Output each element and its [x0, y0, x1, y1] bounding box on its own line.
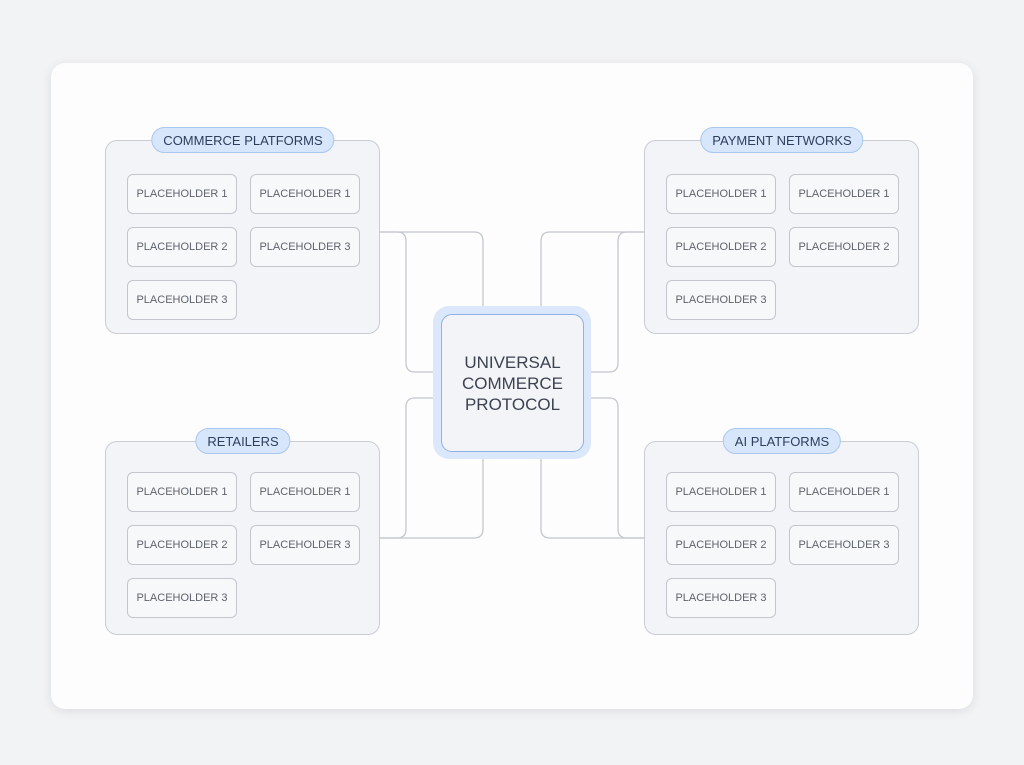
- group-payment-networks: PAYMENT NETWORKS PLACEHOLDER 1 PLACEHOLD…: [644, 127, 919, 334]
- placeholder-item[interactable]: PLACEHOLDER 3: [250, 227, 360, 267]
- placeholder-item[interactable]: PLACEHOLDER 2: [127, 227, 237, 267]
- placeholder-item[interactable]: PLACEHOLDER 1: [666, 472, 776, 512]
- placeholder-item[interactable]: PLACEHOLDER 1: [127, 472, 237, 512]
- group-retailers: RETAILERS PLACEHOLDER 1 PLACEHOLDER 1 PL…: [105, 428, 380, 635]
- group-title-payment-networks: PAYMENT NETWORKS: [700, 127, 864, 153]
- group-ai-platforms: AI PLATFORMS PLACEHOLDER 1 PLACEHOLDER 1…: [644, 428, 919, 635]
- group-title-ai-platforms: AI PLATFORMS: [722, 428, 842, 454]
- placeholder-item[interactable]: PLACEHOLDER 1: [250, 472, 360, 512]
- placeholder-item[interactable]: PLACEHOLDER 2: [789, 227, 899, 267]
- placeholder-item[interactable]: PLACEHOLDER 3: [127, 280, 237, 320]
- group-title-retailers: RETAILERS: [195, 428, 291, 454]
- placeholder-item[interactable]: PLACEHOLDER 3: [250, 525, 360, 565]
- placeholder-item[interactable]: PLACEHOLDER 3: [666, 578, 776, 618]
- placeholder-item[interactable]: PLACEHOLDER 3: [789, 525, 899, 565]
- hub-title: UNIVERSAL COMMERCE PROTOCOL: [461, 352, 564, 414]
- placeholder-item[interactable]: PLACEHOLDER 1: [666, 174, 776, 214]
- placeholder-item[interactable]: PLACEHOLDER 1: [127, 174, 237, 214]
- placeholder-item[interactable]: PLACEHOLDER 1: [250, 174, 360, 214]
- placeholder-item[interactable]: PLACEHOLDER 3: [127, 578, 237, 618]
- placeholder-item[interactable]: PLACEHOLDER 3: [666, 280, 776, 320]
- placeholder-item[interactable]: PLACEHOLDER 1: [789, 174, 899, 214]
- group-title-commerce-platforms: COMMERCE PLATFORMS: [151, 127, 335, 153]
- placeholder-item[interactable]: PLACEHOLDER 2: [127, 525, 237, 565]
- group-commerce-platforms: COMMERCE PLATFORMS PLACEHOLDER 1 PLACEHO…: [105, 127, 380, 334]
- placeholder-item[interactable]: PLACEHOLDER 2: [666, 525, 776, 565]
- placeholder-item[interactable]: PLACEHOLDER 2: [666, 227, 776, 267]
- hub-node[interactable]: UNIVERSAL COMMERCE PROTOCOL: [441, 314, 584, 452]
- placeholder-item[interactable]: PLACEHOLDER 1: [789, 472, 899, 512]
